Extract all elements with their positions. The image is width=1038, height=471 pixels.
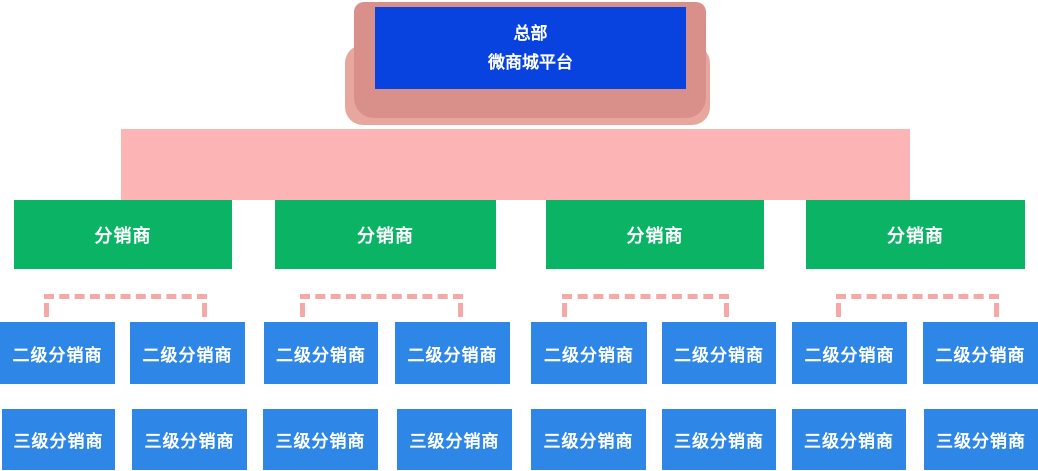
level2-node: 二级分销商	[130, 322, 245, 384]
level3-node: 三级分销商	[263, 409, 378, 470]
level3-node: 三级分销商	[397, 409, 512, 470]
level2-node: 二级分销商	[923, 322, 1038, 384]
hq-title: 总部	[513, 24, 548, 43]
level2-node: 二级分销商	[531, 322, 647, 384]
distributor-node: 分销商	[806, 200, 1025, 269]
bracket-connector	[562, 294, 729, 321]
distributor-node: 分销商	[14, 200, 232, 269]
bracket-connector	[300, 294, 463, 321]
hq-subtitle: 微商城平台	[488, 53, 573, 72]
distributor-node: 分销商	[275, 200, 496, 269]
level3-node: 三级分销商	[792, 409, 906, 470]
level2-node: 二级分销商	[395, 322, 510, 384]
level3-node: 三级分销商	[662, 409, 776, 470]
level2-node: 二级分销商	[264, 322, 378, 384]
distributor-node: 分销商	[546, 200, 764, 269]
trunk-connector	[121, 129, 910, 200]
level2-node: 二级分销商	[662, 322, 776, 384]
level3-node: 三级分销商	[132, 409, 247, 470]
hq-node: 总部 微商城平台	[375, 7, 686, 89]
level3-node: 三级分销商	[531, 409, 646, 470]
level3-node: 三级分销商	[924, 409, 1038, 470]
bracket-connector	[836, 294, 999, 321]
level2-node: 二级分销商	[792, 322, 907, 384]
level3-node: 三级分销商	[2, 409, 115, 470]
bracket-connector	[44, 294, 207, 321]
level2-node: 二级分销商	[0, 322, 115, 384]
